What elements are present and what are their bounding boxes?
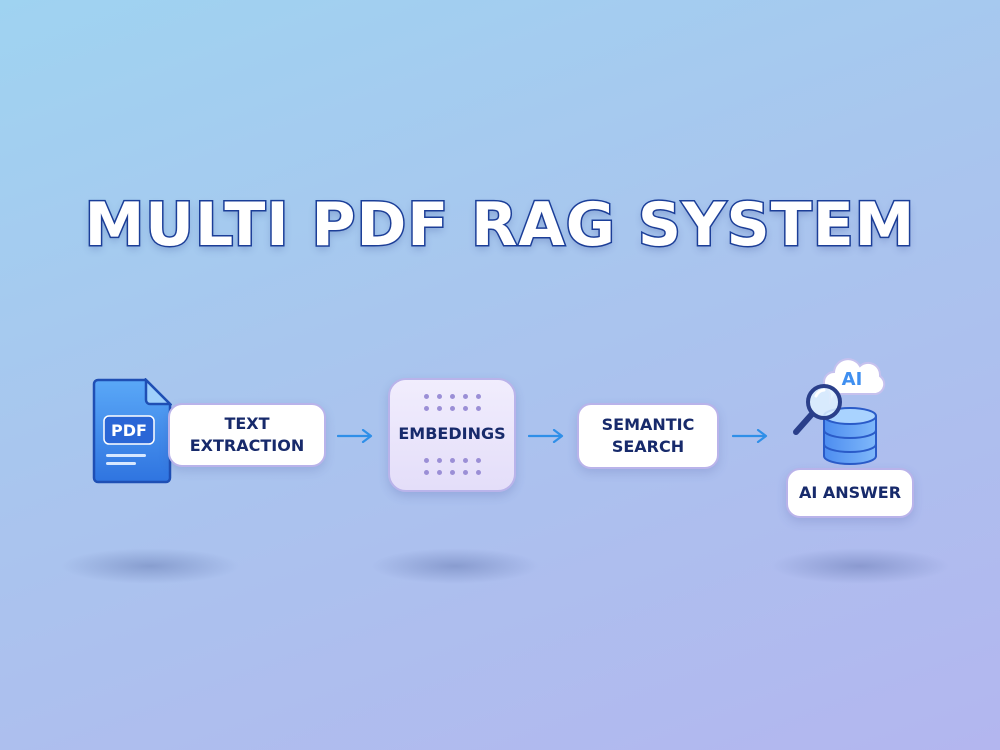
arrow-right-icon: [528, 429, 564, 443]
semantic-search-card: SEMANTIC SEARCH: [577, 403, 719, 469]
dots-top: [390, 394, 514, 399]
floor-shadow: [770, 548, 950, 584]
arrow-right-icon: [337, 429, 373, 443]
database-search-icon: AI: [793, 358, 886, 465]
semantic-search-line2: SEARCH: [611, 437, 685, 456]
dots-bottom-row2: [390, 470, 514, 475]
floor-shadow: [370, 548, 540, 584]
arrow-right-icon: [732, 429, 768, 443]
dots-bottom: [390, 458, 514, 463]
pdf-document-icon: PDF: [92, 378, 172, 484]
embeddings-block: EMBEDINGS: [388, 378, 516, 492]
embeddings-label: EMBEDINGS: [398, 424, 506, 443]
text-extraction-line1: TEXT: [224, 414, 270, 433]
dots-top-row2: [390, 406, 514, 411]
semantic-search-line1: SEMANTIC: [601, 415, 695, 434]
ai-answer-card: AI ANSWER: [786, 468, 914, 518]
diagram-title: MULTI PDF RAG SYSTEM: [83, 189, 916, 262]
text-extraction-card: TEXT EXTRACTION: [168, 403, 326, 467]
text-extraction-line2: EXTRACTION: [189, 436, 305, 455]
pdf-label: PDF: [111, 421, 147, 440]
ai-answer-label: AI ANSWER: [798, 483, 902, 502]
ai-bubble-label: AI: [842, 369, 863, 390]
floor-shadow: [60, 548, 240, 584]
